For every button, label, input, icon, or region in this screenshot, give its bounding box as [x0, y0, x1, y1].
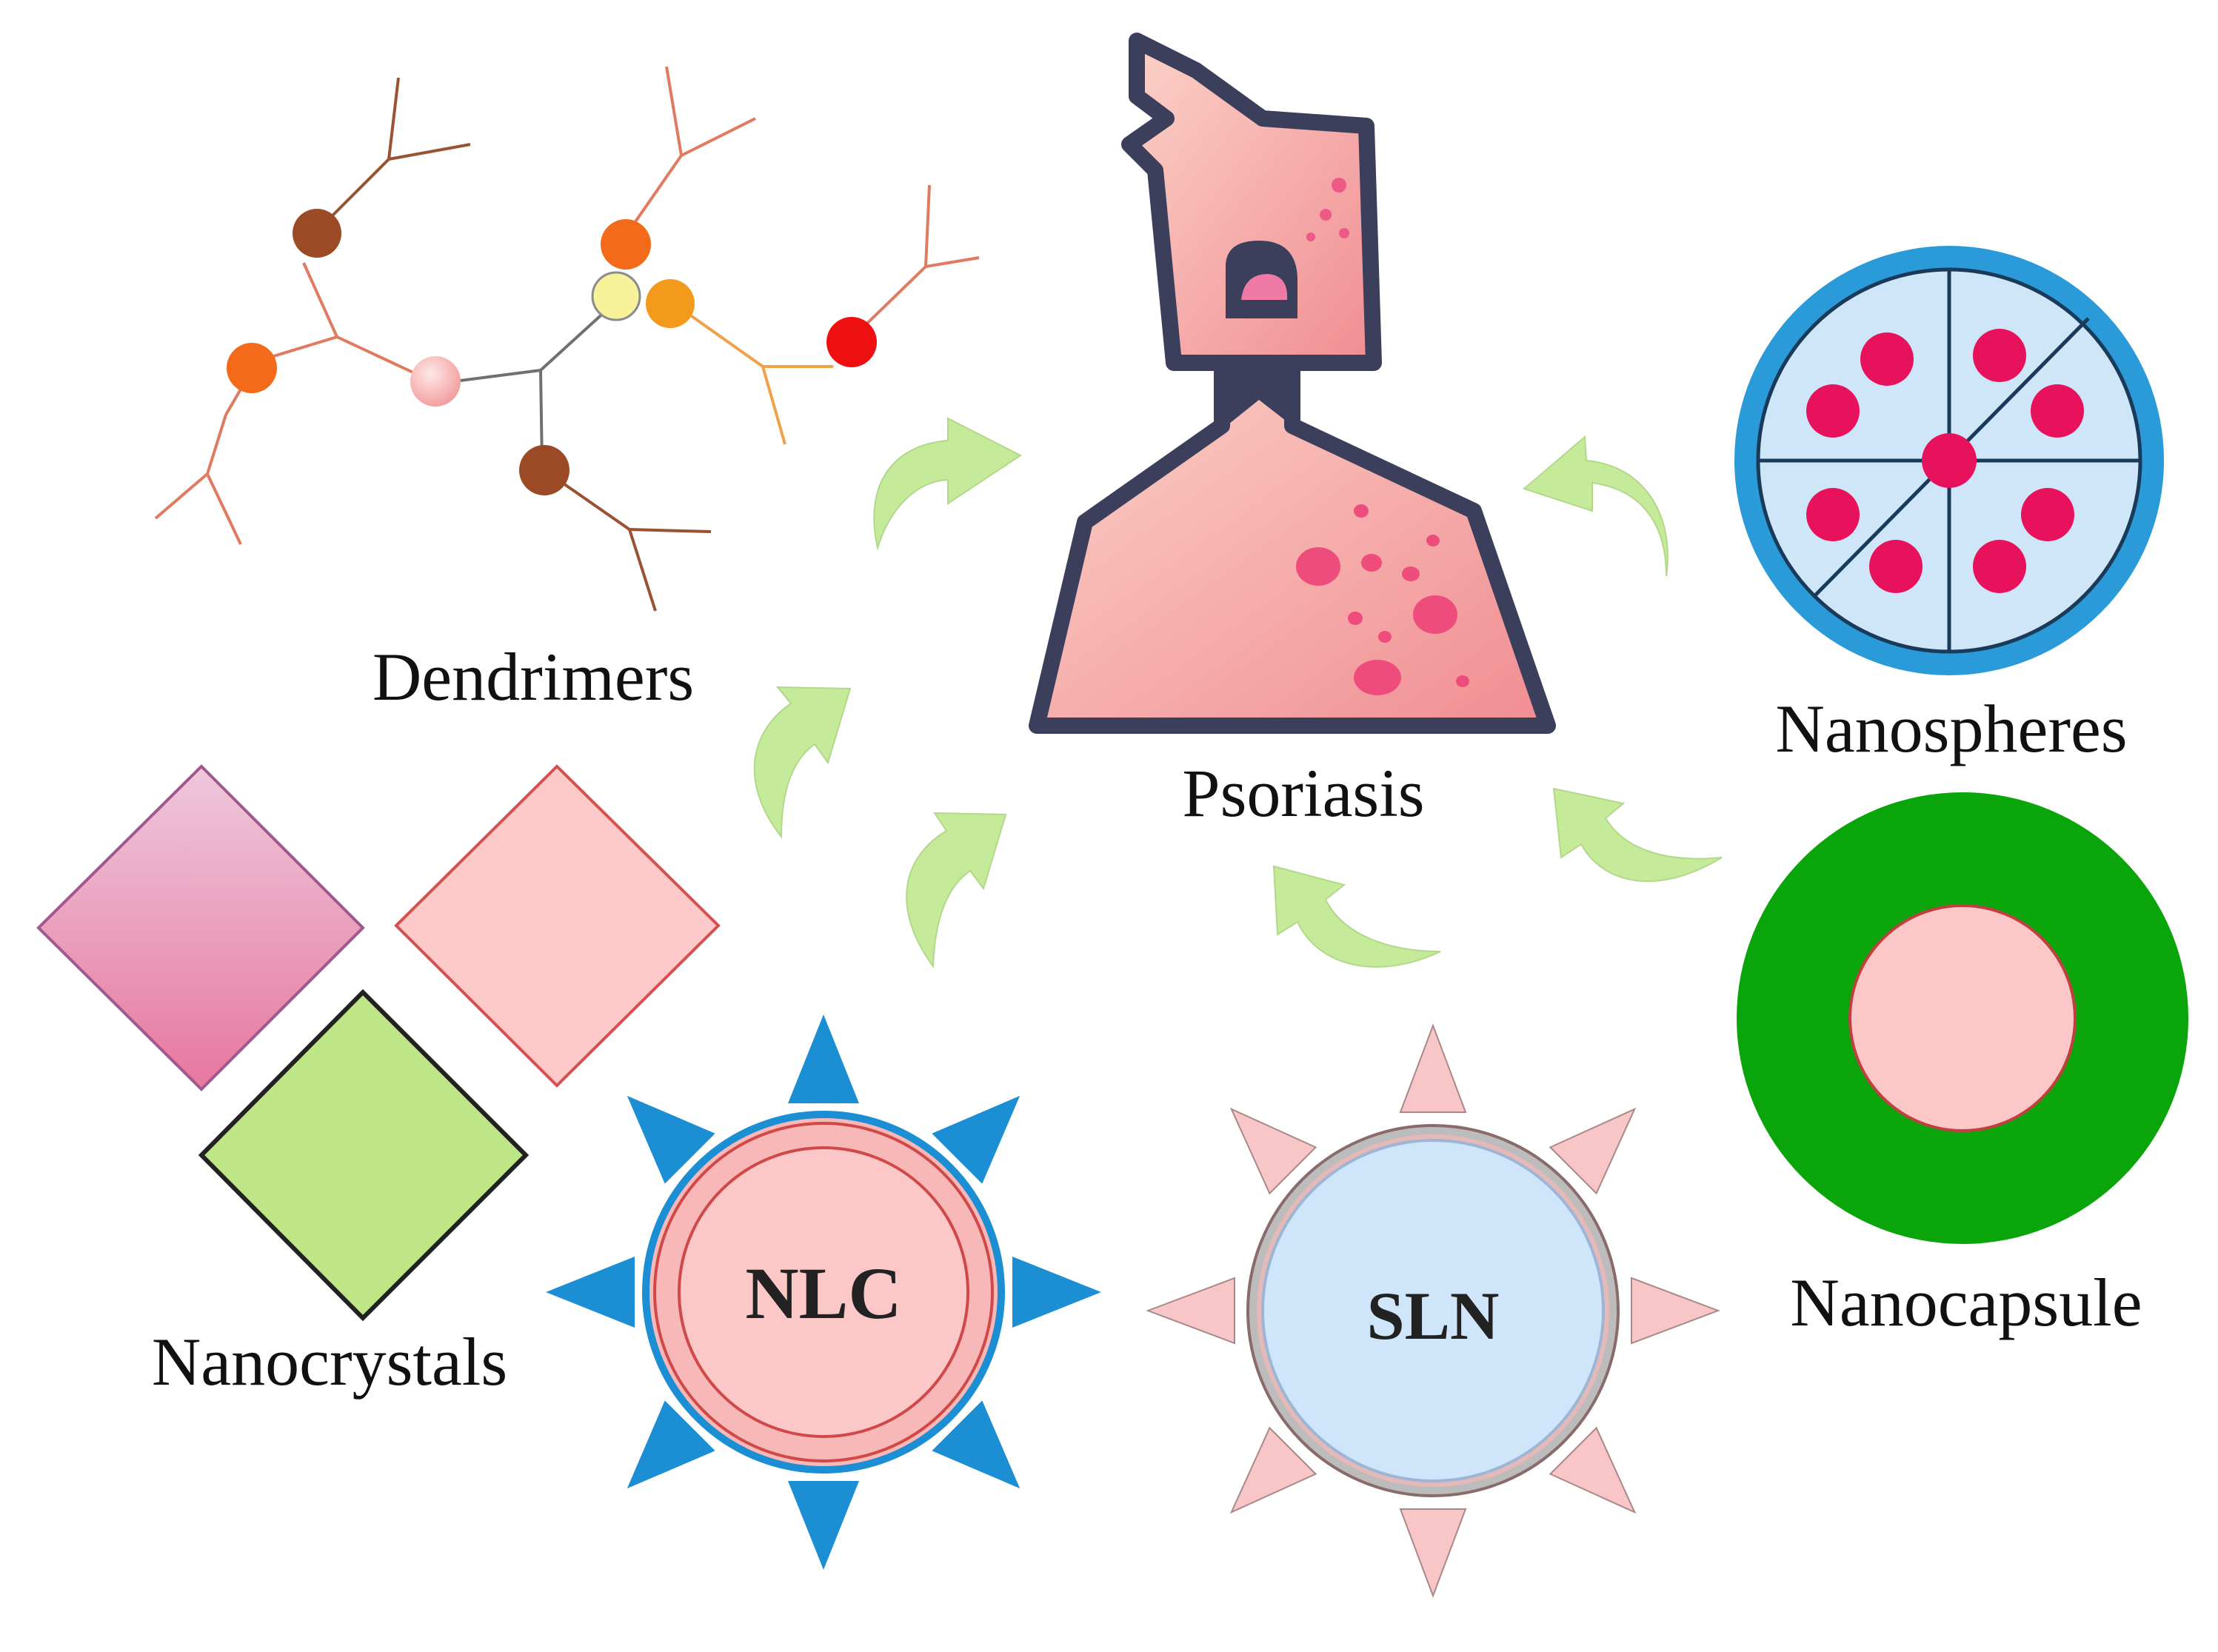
arrow-nanocrystals — [753, 686, 852, 839]
nanocrystal-shapes — [36, 764, 721, 1322]
nlc-core-text: NLC — [745, 1252, 901, 1334]
face-lesions — [1306, 178, 1349, 241]
arrow-nanocapsule — [1552, 787, 1723, 883]
crystal-light — [394, 764, 721, 1088]
nlc-spikes — [546, 1014, 1101, 1570]
sln-particle: SLN — [1146, 1023, 1720, 1598]
sln-spike — [1399, 1023, 1467, 1113]
nlc-spike — [932, 1095, 1021, 1184]
sln-spike — [1229, 1107, 1317, 1195]
crystal-pink — [36, 764, 365, 1091]
psoriasis-label: Psoriasis — [1182, 755, 1424, 831]
dendrimer-structure — [154, 66, 980, 612]
nlc-spike — [788, 1014, 859, 1103]
nlc-spike — [627, 1095, 715, 1184]
nanosphere-drug-dots — [1806, 329, 2084, 593]
nlc-particle: NLC — [546, 1014, 1101, 1570]
body-lesions — [1296, 504, 1469, 695]
arrows — [753, 417, 1723, 969]
nlc-spike — [1012, 1257, 1101, 1328]
arrow-nanospheres — [1522, 435, 1668, 577]
sln-spikes — [1146, 1023, 1720, 1598]
sln-spike — [1549, 1107, 1637, 1195]
nlc-spike — [546, 1257, 635, 1328]
nlc-spike — [932, 1400, 1021, 1489]
head — [1121, 33, 1382, 371]
arrow-nlc — [906, 812, 1007, 969]
sln-spike — [1399, 1508, 1467, 1598]
arrow-sln — [1272, 865, 1441, 968]
tongue — [1241, 274, 1288, 300]
dendrimers-label: Dendrimers — [373, 639, 694, 715]
nanocapsule-particle — [1737, 792, 2188, 1244]
sln-spike — [1631, 1277, 1720, 1345]
psoriasis-figure — [1029, 33, 1556, 734]
sln-spike — [1146, 1277, 1235, 1345]
arrow-dendrimers — [873, 417, 1022, 551]
nanospheres-label: Nanospheres — [1775, 691, 2127, 766]
sln-core-text: SLN — [1367, 1278, 1500, 1354]
nanocrystals-label: Nanocrystals — [152, 1324, 507, 1399]
crystal-green — [198, 989, 530, 1322]
nlc-spike — [788, 1481, 859, 1570]
nlc-spike — [627, 1400, 715, 1489]
nanosphere-particle — [1734, 246, 2164, 675]
nanocapsule-label: Nanocapsule — [1790, 1265, 2142, 1340]
sln-spike — [1549, 1426, 1637, 1514]
sln-spike — [1229, 1426, 1317, 1514]
